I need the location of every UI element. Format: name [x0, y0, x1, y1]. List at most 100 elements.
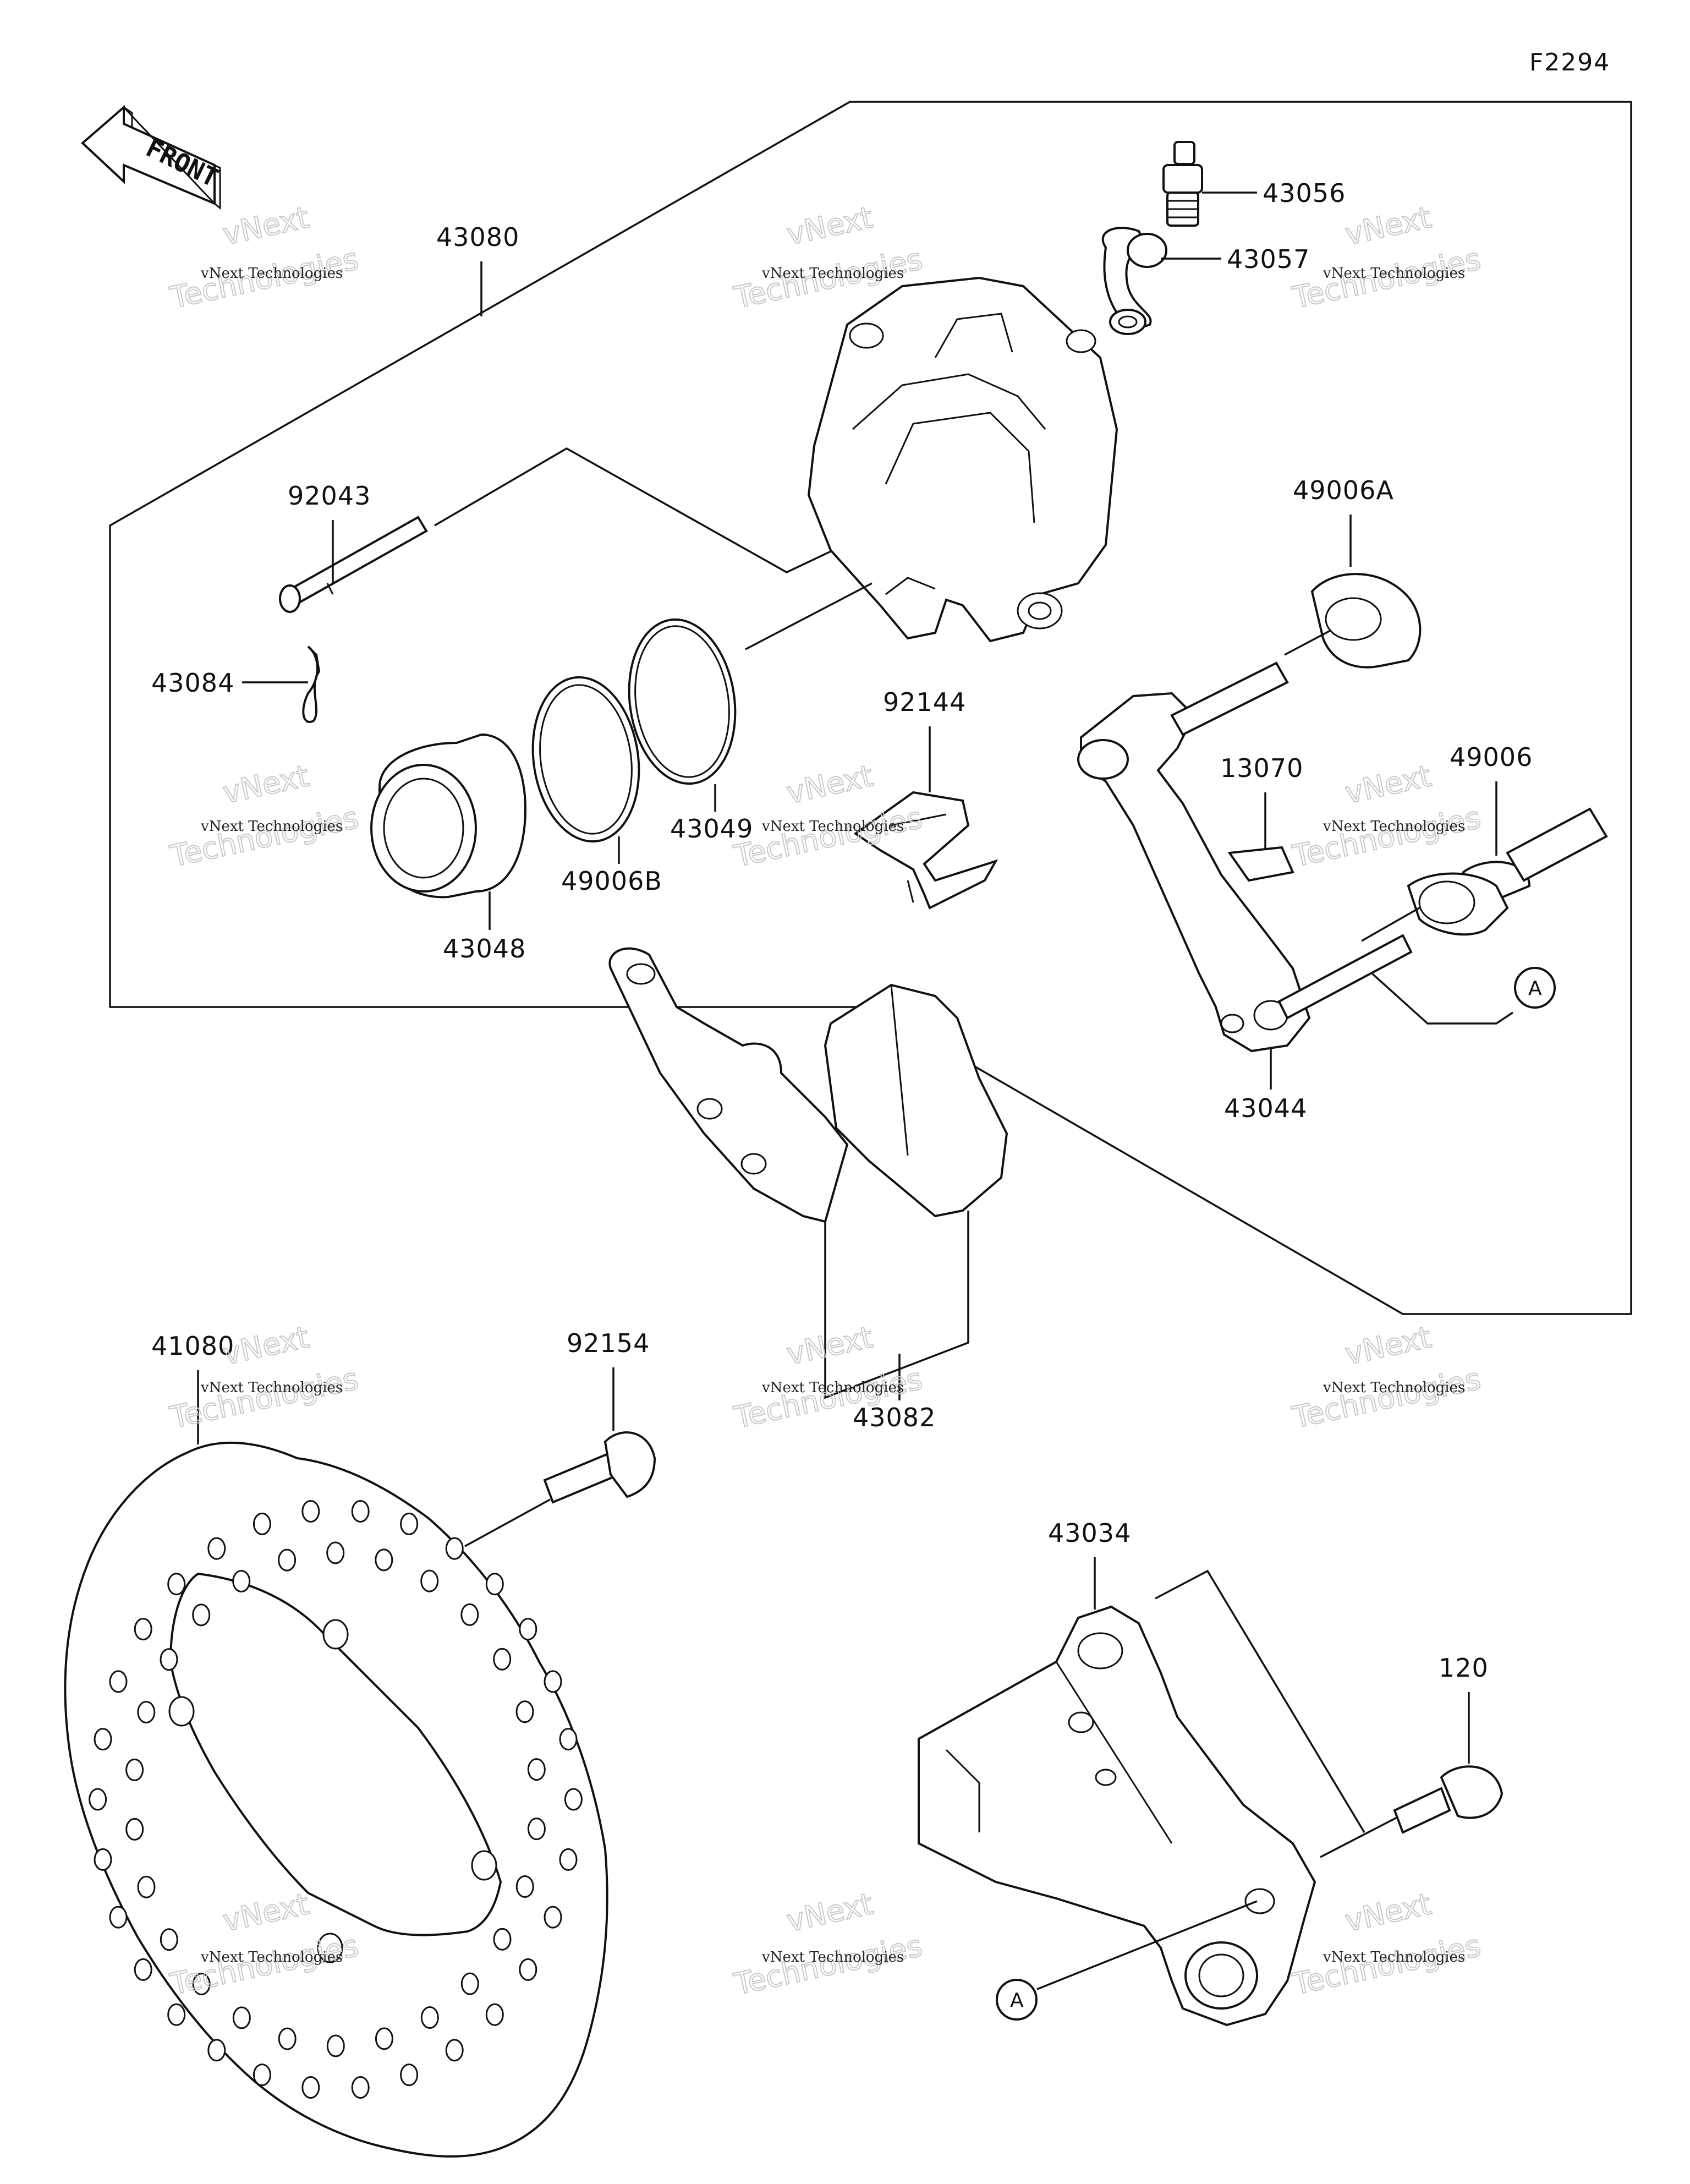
disc-mount-hole: [317, 1933, 343, 1963]
svg-text:vNext: vNext: [220, 758, 312, 810]
svg-text:vNext: vNext: [1342, 200, 1434, 251]
part-number-43056: 43056: [1263, 178, 1346, 208]
svg-text:vNext: vNext: [784, 758, 876, 810]
part-number-49006B: 49006B: [561, 866, 662, 896]
disc-vent-hole: [301, 1500, 320, 1523]
disc-vent-hole: [207, 1537, 226, 1560]
leader-bracket-bolt: [1320, 1815, 1401, 1858]
part-number-13070: 13070: [1220, 753, 1303, 783]
disc-vent-hole: [253, 2063, 271, 2087]
svg-text:A: A: [1528, 977, 1542, 1000]
svg-text:Technologies: Technologies: [167, 1361, 361, 1435]
svg-text:vNext Technologies: vNext Technologies: [761, 1380, 904, 1396]
caliper-piston: [370, 733, 527, 899]
watermark: vNext Technologies vNext Technologies: [1289, 758, 1484, 874]
brake-pad-left: [608, 947, 849, 1223]
disc-vent-hole: [167, 1573, 186, 1596]
disc-vent-hole: [167, 2003, 186, 2026]
svg-text:vNext Technologies: vNext Technologies: [200, 1380, 343, 1396]
caliper-assembly-outline: [109, 101, 1632, 1315]
disc-vent-hole: [160, 1928, 178, 1951]
part-number-49006: 49006: [1450, 742, 1533, 772]
part-number-92154: 92154: [567, 1328, 650, 1358]
part-number-43048: 43048: [443, 934, 526, 964]
disc-vent-hole: [544, 1906, 562, 1929]
svg-text:vNext Technologies: vNext Technologies: [200, 818, 343, 835]
disc-vent-hole: [460, 1972, 479, 1995]
svg-text:vNext: vNext: [784, 200, 876, 251]
part-number-92043: 92043: [288, 481, 371, 511]
leader-pin-lower: [1361, 907, 1420, 942]
disc-vent-hole: [559, 1728, 578, 1751]
pad-shim: [1227, 846, 1294, 882]
disc-vent-hole: [137, 1701, 156, 1723]
svg-text:vNext: vNext: [220, 1320, 312, 1371]
disc-vent-hole: [445, 1537, 464, 1560]
svg-text:vNext Technologies: vNext Technologies: [1323, 1949, 1465, 1966]
pad-spring: [853, 791, 998, 910]
retaining-clip: [302, 645, 321, 723]
part-number-43084: 43084: [151, 668, 234, 698]
leader-disc-bolt: [464, 1498, 551, 1547]
leader-pads: [824, 1211, 969, 1399]
watermark: vNext Technologies vNext Technologies: [1289, 1319, 1484, 1436]
disc-vent-hole: [445, 2039, 464, 2062]
svg-text:vNext Technologies: vNext Technologies: [200, 265, 343, 282]
watermark: vNext Technologies vNext Technologies: [167, 199, 362, 316]
svg-text:vNext: vNext: [1342, 1886, 1434, 1938]
disc-vent-hole: [420, 2006, 439, 2029]
disc-vent-hole: [109, 1670, 128, 1693]
disc-vent-hole: [420, 1569, 439, 1592]
disc-vent-hole: [515, 1875, 534, 1898]
disc-vent-hole: [493, 1928, 512, 1951]
disc-vent-hole: [351, 1500, 370, 1523]
disc-vent-hole: [232, 1570, 251, 1592]
disc-vent-hole: [192, 1973, 211, 1996]
disc-vent-hole: [515, 1700, 534, 1723]
disc-vent-hole: [400, 2063, 419, 2087]
dust-seal: [531, 676, 640, 843]
svg-text:vNext Technologies: vNext Technologies: [1323, 818, 1465, 835]
piston-seal: [628, 618, 737, 785]
disc-vent-hole: [192, 1603, 211, 1627]
disc-vent-hole: [125, 1758, 144, 1781]
disc-vent-hole: [485, 2003, 504, 2026]
bracket-bolt: [1393, 1765, 1504, 1834]
disc-vent-hole: [94, 1728, 112, 1751]
disc-vent-hole: [160, 1648, 178, 1671]
disc-vent-hole: [89, 1788, 107, 1811]
watermark: vNext Technologies vNext Technologies: [731, 1886, 926, 2002]
disc-vent-hole: [94, 1848, 112, 1871]
disc-vent-hole: [253, 1512, 271, 1535]
leader-boot-upper: [1284, 629, 1332, 656]
svg-text:vNext: vNext: [784, 1886, 876, 1938]
bleed-cap: [1101, 227, 1167, 335]
svg-text:vNext: vNext: [1342, 758, 1434, 810]
disc-vent-hole: [493, 1647, 512, 1671]
part-number-120: 120: [1439, 1653, 1489, 1683]
part-number-49006A: 49006A: [1293, 475, 1394, 505]
svg-text:Technologies: Technologies: [731, 800, 925, 874]
disc-vent-hole: [400, 1512, 419, 1535]
svg-text:Technologies: Technologies: [1290, 800, 1484, 874]
disc-mount-hole: [471, 1850, 497, 1881]
part-number-43080: 43080: [436, 222, 519, 252]
svg-text:vNext: vNext: [784, 1320, 876, 1371]
disc-vent-hole: [232, 2006, 251, 2029]
front-arrow-icon: FRONT: [81, 105, 223, 210]
disc-vent-hole: [375, 1548, 393, 1572]
part-number-43049: 43049: [670, 814, 753, 844]
leader-bracket: [1155, 1569, 1365, 1833]
svg-text:A: A: [1010, 1989, 1024, 2012]
disc-mount-hole: [322, 1619, 349, 1650]
disc-vent-hole: [527, 1818, 546, 1841]
caliper-pin: [279, 516, 428, 613]
watermark: vNext Technologies vNext Technologies: [1289, 199, 1484, 316]
reference-marker-upper: A: [1371, 967, 1556, 1025]
pin-boot-lower: [1407, 807, 1608, 936]
leader-seal-to-body: [745, 582, 873, 650]
part-number-43044: 43044: [1224, 1093, 1307, 1123]
disc-vent-hole: [527, 1758, 546, 1781]
disc-vent-hole: [544, 1670, 562, 1693]
